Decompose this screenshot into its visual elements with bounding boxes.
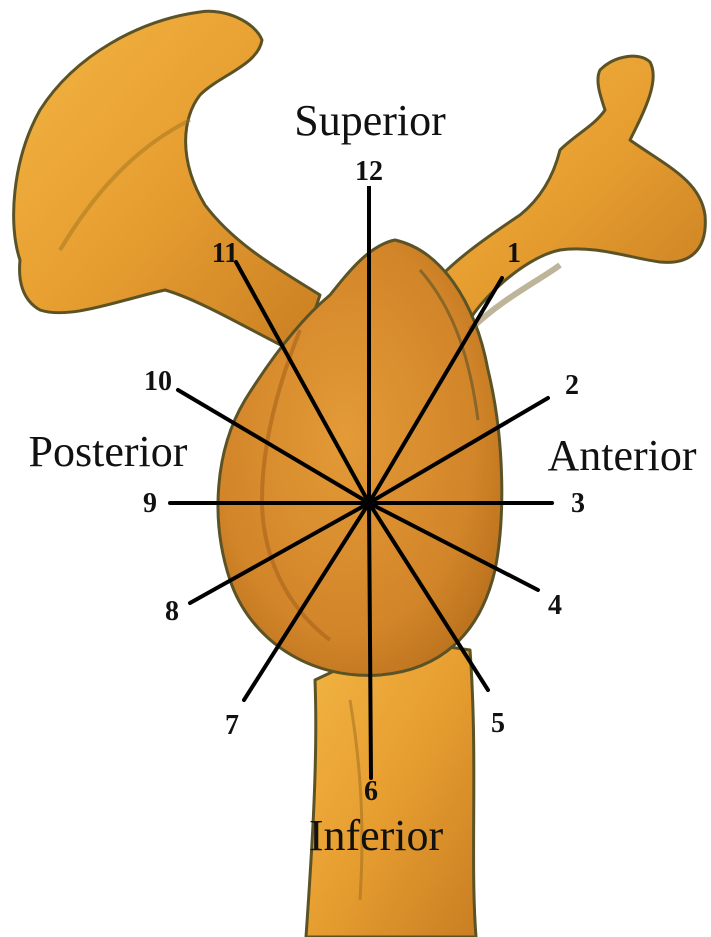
clock-number-8: 8	[165, 596, 179, 627]
scapular-neck	[304, 638, 478, 937]
clock-number-5: 5	[491, 708, 505, 739]
clock-line-11	[234, 260, 371, 505]
clock-number-12-bg	[347, 152, 391, 186]
anterior-label-bg	[535, 428, 705, 478]
clock-number-4: 4	[548, 590, 562, 621]
clock-number-1: 1	[507, 238, 521, 269]
clock-number-9: 9	[143, 488, 157, 519]
clock-number-11: 11	[212, 238, 238, 269]
scapula-illustration	[12, 9, 707, 937]
clock-line-7	[242, 501, 371, 702]
clock-center	[364, 498, 374, 508]
clock-number-12: 12	[355, 156, 383, 187]
clock-number-10: 10	[144, 366, 172, 397]
clock-line-1	[367, 276, 504, 505]
clock-number-7: 7	[225, 710, 239, 741]
anterior-label: Anterior	[547, 431, 696, 480]
clock-lines	[168, 178, 554, 780]
clock-line-10	[176, 388, 371, 505]
coracoid	[418, 54, 707, 332]
superior-label-bg	[280, 95, 460, 145]
superior-label: Superior	[294, 96, 446, 145]
glenoid-fossa-illustration	[216, 238, 504, 677]
clock-number-6: 6	[364, 776, 378, 807]
inferior-label: Inferior	[309, 811, 444, 860]
posterior-label-bg	[10, 425, 205, 475]
clock-line-8	[188, 501, 371, 605]
clock-line-4	[367, 501, 540, 592]
clock-number-3: 3	[571, 488, 585, 519]
clock-line-2	[367, 396, 550, 505]
clock-line-5	[367, 501, 490, 692]
clock-line-6	[367, 501, 373, 780]
posterior-label: Posterior	[29, 427, 188, 476]
clock-number-2: 2	[565, 370, 579, 401]
acromion	[12, 9, 322, 357]
